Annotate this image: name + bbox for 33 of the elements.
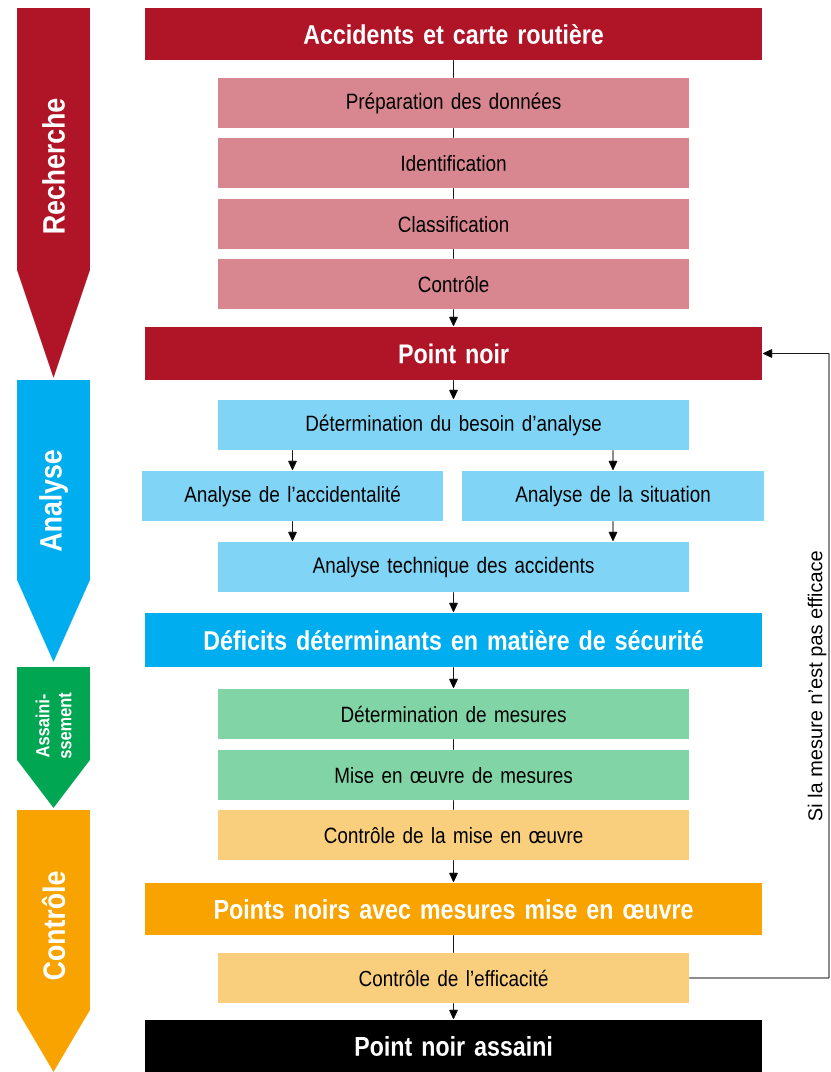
arrow [449,1002,458,1020]
arrow [449,308,458,327]
phase-banner: Assaini- ssement [17,667,90,808]
step-box: Analyse de la situation [462,471,764,521]
heading-box: Point noir [145,327,762,380]
step-box: Détermination de mesures [218,689,689,739]
arrow [288,520,297,542]
phase-banner: Recherche [17,8,90,378]
step-box: Analyse technique des accidents [218,542,689,592]
arrow [449,591,458,613]
phase-banner: Contrôle [17,810,90,1072]
heading-box: Points noirs avec mesures mise en œuvre [145,883,762,935]
step-box: Identification [218,138,689,188]
step-box: Détermination du besoin d’analyse [218,400,689,450]
arrow [608,520,618,542]
step-box: Contrôle de l’efficacité [218,953,689,1003]
phase-banner: Analyse [17,380,90,662]
arrow [288,449,297,471]
arrow [449,666,458,689]
heading-box: Point noir assaini [145,1020,762,1072]
heading-box: Accidents et carte routière [145,8,762,60]
step-box: Préparation des données [218,78,689,128]
arrow [449,379,458,400]
edge-label: Si la mesure n’est pas efficace [806,549,828,823]
arrow [449,859,458,883]
heading-box: Déficits déterminants en matière de sécurité [145,613,762,667]
step-box: Analyse de l’accidentalité [142,471,443,521]
arrow [688,349,830,979]
step-box: Classification [218,199,689,249]
arrow [608,449,618,471]
step-box: Contrôle de la mise en œuvre [218,810,689,860]
step-box: Contrôle [218,259,689,309]
step-box: Mise en œuvre de mesures [218,750,689,800]
